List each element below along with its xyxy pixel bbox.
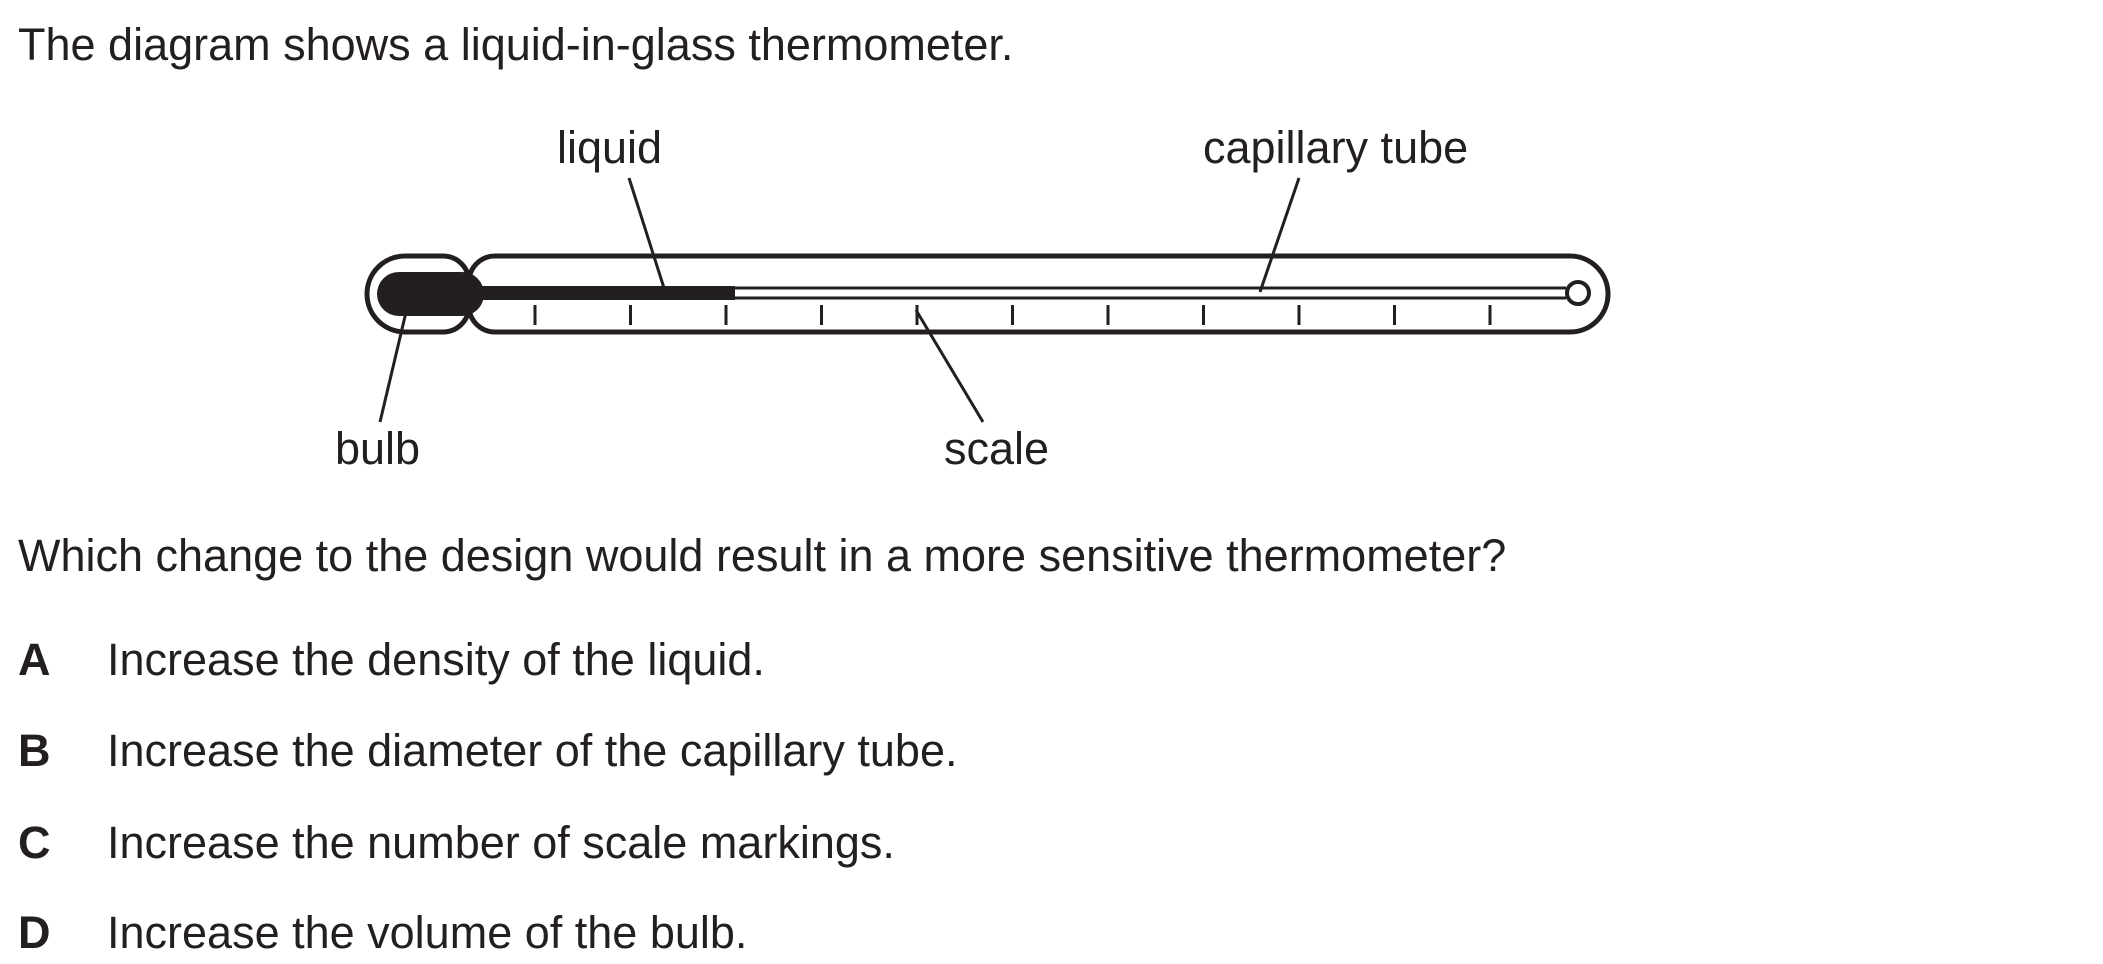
question-text: Which change to the design would result …	[18, 530, 1507, 581]
bulb-leader-line	[378, 307, 409, 423]
capillary-end-reservoir	[1565, 280, 1591, 306]
liquid-leader-line	[627, 177, 666, 289]
thermometer-glass-outline	[364, 253, 1611, 335]
scale-markings	[533, 305, 1492, 325]
liquid-column	[470, 286, 735, 300]
option-text: Increase the density of the liquid.	[107, 634, 765, 685]
option-letter: C	[18, 817, 51, 868]
bulb-label: bulb	[335, 423, 420, 474]
capillary-tube-leader-line	[1258, 177, 1301, 293]
option-letter: D	[18, 907, 51, 958]
intro-text: The diagram shows a liquid-in-glass ther…	[18, 19, 1014, 70]
liquid-label: liquid	[557, 122, 662, 173]
capillary-tube-label: capillary tube	[1203, 122, 1468, 173]
scale-label: scale	[944, 423, 1049, 474]
option-letter: B	[18, 725, 51, 776]
option-text: Increase the volume of the bulb.	[107, 907, 748, 958]
option-text: Increase the number of scale markings.	[107, 817, 895, 868]
option-text: Increase the diameter of the capillary t…	[107, 725, 958, 776]
scale-leader-line	[914, 309, 985, 423]
bulb-liquid	[377, 272, 484, 316]
option-letter: A	[18, 634, 51, 685]
